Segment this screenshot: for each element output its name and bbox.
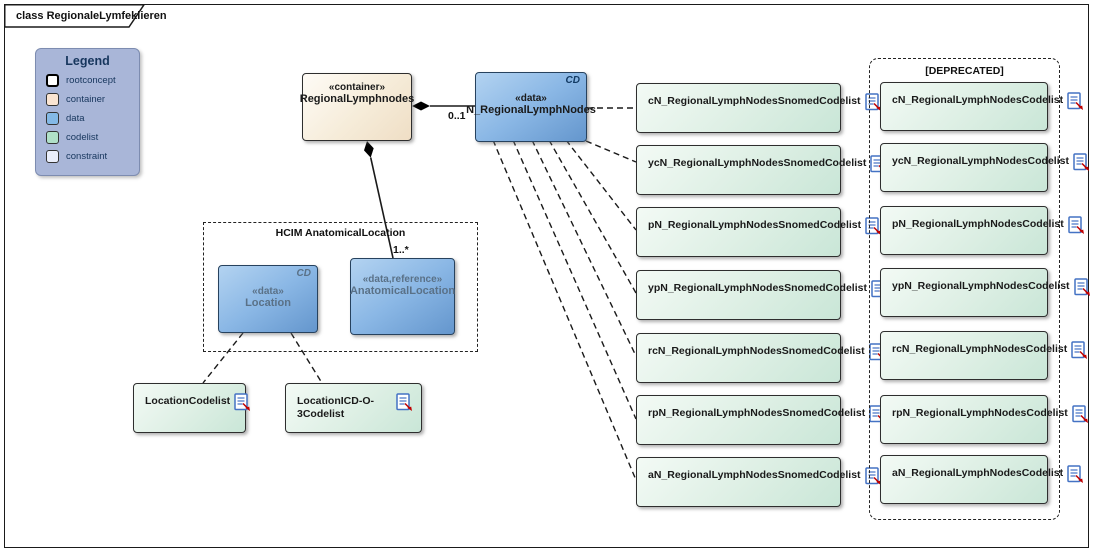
codelist-ycn_regionallymphnodescodelist[interactable]: ycN_RegionalLymphNodesCodelist	[880, 143, 1089, 192]
legend-item-constraint: constraint	[46, 150, 139, 163]
deprecated-group: [DEPRECATED]	[869, 58, 1060, 520]
codelist-rpn_regionallymphnodessnomedcodelist[interactable]: rpN_RegionalLymphNodesSnomedCodelist	[636, 395, 886, 445]
codelist-rcn_regionallymphnodessnomedcodelist[interactable]: rcN_RegionalLymphNodesSnomedCodelist	[636, 333, 885, 383]
legend-item-container: container	[46, 93, 139, 106]
cd-corner-tag: CD	[296, 268, 311, 279]
hcim-anatomicallocation-group: HCIM AnatomicalLocation	[203, 222, 478, 352]
codelist-label: rpN_RegionalLymphNodesCodelist	[892, 407, 1068, 419]
class-name-label: N_RegionalLymphNodes	[466, 104, 596, 116]
multiplicity-1-star: 1..*	[393, 244, 409, 256]
codelist-label: pN_RegionalLymphNodesCodelist	[892, 218, 1064, 230]
codelist-label: rcN_RegionalLymphNodesCodelist	[892, 343, 1068, 355]
codelist-locationcodelist[interactable]: LocationCodelist	[133, 383, 251, 433]
codelist-an_regionallymphnodescodelist[interactable]: aN_RegionalLymphNodesCodelist	[880, 455, 1084, 504]
multiplicity-0-1: 0..1	[448, 110, 466, 122]
codelist-label: ypN_RegionalLymphNodesSnomedCodelist	[648, 282, 867, 294]
codelist-cn_regionallymphnodessnomedcodelist[interactable]: cN_RegionalLymphNodesSnomedCodelist	[636, 83, 881, 133]
class-n-regionallymphnodes[interactable]: CD «data» N_RegionalLymphNodes	[466, 72, 596, 142]
hcim-group-title: HCIM AnatomicalLocation	[275, 227, 406, 239]
legend-panel: Legend rootconcept container data codeli…	[35, 48, 140, 176]
codelist-label: cN_RegionalLymphNodesCodelist	[892, 94, 1064, 106]
codelist-label: ycN_RegionalLymphNodesCodelist	[892, 155, 1069, 167]
document-export-icon	[1072, 405, 1088, 423]
legend-item-rootconcept: rootconcept	[46, 74, 139, 87]
stereotype-label: «data»	[515, 93, 547, 104]
class-name-label: AnatomicalLocation	[349, 285, 456, 297]
class-anatomicallocation[interactable]: «data,reference» AnatomicalLocation	[350, 258, 455, 335]
class-name-label: Location	[245, 297, 291, 309]
document-export-icon	[396, 393, 412, 411]
codelist-ycn_regionallymphnodessnomedcodelist[interactable]: ycN_RegionalLymphNodesSnomedCodelist	[636, 145, 887, 195]
class-name-label: RegionalLymphnodes	[299, 93, 415, 105]
codelist-swatch-icon	[46, 131, 59, 144]
codelist-label: rpN_RegionalLymphNodesSnomedCodelist	[648, 407, 866, 419]
dependency-line-ypn	[548, 139, 637, 294]
document-export-icon	[1073, 153, 1089, 171]
rootconcept-swatch-icon	[46, 74, 59, 87]
legend-item-codelist: codelist	[46, 131, 139, 144]
document-export-icon	[1073, 278, 1090, 296]
codelist-ypn_regionallymphnodessnomedcodelist[interactable]: ypN_RegionalLymphNodesSnomedCodelist	[636, 270, 887, 320]
class-regionallymphnodes[interactable]: «container» RegionalLymphnodes	[299, 73, 415, 141]
codelist-locationicd-o-3codelist[interactable]: LocationICD-O-3Codelist	[285, 383, 422, 433]
document-export-icon	[1071, 341, 1088, 359]
stereotype-label: «data,reference»	[362, 274, 443, 285]
class-location[interactable]: CD «data» Location	[218, 265, 318, 333]
document-export-icon	[1067, 216, 1084, 234]
composition-diamond-to-data	[412, 101, 430, 111]
document-export-icon	[1067, 92, 1084, 110]
composition-diamond-to-anatomical	[364, 141, 374, 158]
dependency-line-rcn	[531, 139, 637, 357]
codelist-label: rcN_RegionalLymphNodesSnomedCodelist	[648, 345, 865, 357]
codelist-label: aN_RegionalLymphNodesSnomedCodelist	[648, 469, 861, 481]
dependency-line-rpn	[512, 139, 637, 420]
codelist-label: ycN_RegionalLymphNodesSnomedCodelist	[648, 157, 867, 169]
legend-title: Legend	[65, 54, 110, 68]
codelist-label: LocationCodelist	[145, 395, 231, 407]
codelist-rpn_regionallymphnodescodelist[interactable]: rpN_RegionalLymphNodesCodelist	[880, 395, 1088, 444]
stereotype-label: «container»	[328, 82, 386, 93]
diagram-title: class RegionaleLymfeklieren	[16, 10, 167, 22]
dependency-line-ycn	[585, 140, 637, 163]
composition-line-to-anatomical	[369, 157, 394, 259]
codelist-pn_regionallymphnodescodelist[interactable]: pN_RegionalLymphNodesCodelist	[880, 206, 1084, 255]
codelist-pn_regionallymphnodessnomedcodelist[interactable]: pN_RegionalLymphNodesSnomedCodelist	[636, 207, 882, 257]
frame-tab	[4, 4, 146, 28]
stereotype-label: «data»	[252, 286, 284, 297]
codelist-ypn_regionallymphnodescodelist[interactable]: ypN_RegionalLymphNodesCodelist	[880, 268, 1090, 317]
codelist-cn_regionallymphnodescodelist[interactable]: cN_RegionalLymphNodesCodelist	[880, 82, 1084, 131]
document-export-icon	[234, 393, 251, 411]
deprecated-group-title: [DEPRECATED]	[925, 65, 1004, 77]
codelist-rcn_regionallymphnodescodelist[interactable]: rcN_RegionalLymphNodesCodelist	[880, 331, 1088, 380]
document-export-icon	[1067, 465, 1084, 483]
codelist-label: pN_RegionalLymphNodesSnomedCodelist	[648, 219, 862, 231]
codelist-label: cN_RegionalLymphNodesSnomedCodelist	[648, 95, 861, 107]
codelist-label: LocationICD-O-3Codelist	[297, 395, 374, 420]
codelist-label: aN_RegionalLymphNodesCodelist	[892, 467, 1064, 479]
constraint-swatch-icon	[46, 150, 59, 163]
dependency-line-locationcodelist	[202, 332, 244, 384]
dependency-line-an	[492, 139, 637, 481]
codelist-an_regionallymphnodessnomedcodelist[interactable]: aN_RegionalLymphNodesSnomedCodelist	[636, 457, 881, 507]
document-export-icon	[864, 93, 881, 111]
container-swatch-icon	[46, 93, 59, 106]
dependency-line-pn	[565, 139, 637, 231]
codelist-label: ypN_RegionalLymphNodesCodelist	[892, 280, 1070, 292]
data-swatch-icon	[46, 112, 59, 125]
cd-corner-tag: CD	[565, 75, 580, 86]
legend-item-data: data	[46, 112, 139, 125]
